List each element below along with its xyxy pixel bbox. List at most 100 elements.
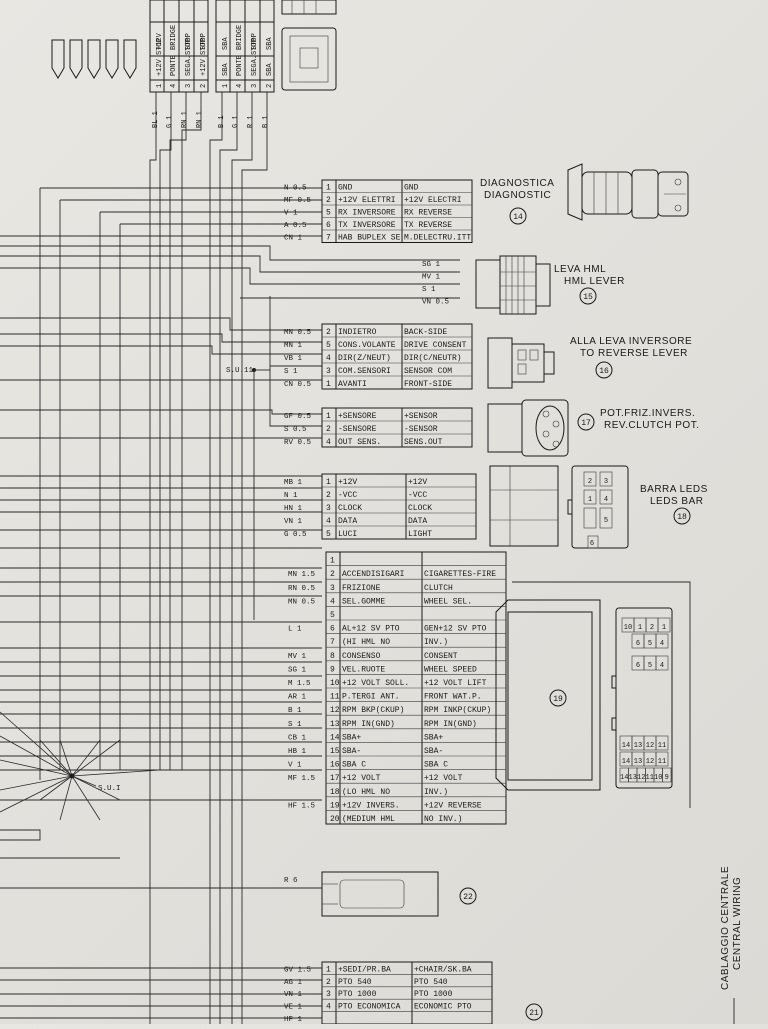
reverse-lever-plug-drawing: [487, 337, 555, 389]
top-label-b: +12V: [156, 32, 164, 50]
component-title: DIAGNOSTICA: [480, 178, 554, 189]
label-english: SENS.OUT: [404, 438, 443, 447]
top-pin: 4: [236, 84, 244, 88]
connector-table-frame: [321, 179, 473, 243]
ecu-pin-number: 12: [646, 758, 654, 766]
top-label-a: SBA: [266, 63, 274, 76]
pin-number: 4: [326, 517, 331, 526]
top-pin: 1: [222, 84, 230, 88]
callout-circle: [673, 507, 691, 525]
label-italian: LUCI: [338, 530, 357, 539]
hml-lever-plug-drawing: [475, 255, 551, 315]
label-english: PTO 540: [414, 978, 448, 987]
leds-pin-number: 1: [588, 496, 592, 504]
top-wire-code: G 1: [166, 115, 174, 128]
label-italian: DIR(Z/NEUT): [338, 354, 391, 363]
callout-circle: [549, 689, 567, 707]
pin-number: 1: [326, 184, 331, 193]
label-italian: -VCC: [338, 491, 357, 500]
label-english: -VCC: [408, 491, 427, 500]
pin-number: 2: [326, 328, 331, 337]
side-label-it: CABLAGGIO CENTRALE: [720, 866, 731, 990]
pin-number: 5: [330, 611, 335, 620]
label-english: +12V ELECTRI: [404, 196, 462, 205]
label-italian: PTO 540: [338, 978, 372, 987]
top-label-b: SBA: [222, 37, 230, 50]
wire-code: S 1: [422, 286, 436, 294]
callout-circle: [579, 287, 597, 305]
leds-pin-number: 4: [604, 496, 608, 504]
ecu-pin-number: 12: [646, 742, 654, 750]
connector-table-frame: [321, 407, 473, 448]
label-italian: CLOCK: [338, 504, 362, 513]
top-pin: 1: [156, 84, 164, 88]
ecu-pin-number: 6: [636, 662, 640, 670]
wire-code: RN 0.5: [288, 585, 316, 593]
label-italian: SBA+: [342, 733, 361, 742]
wire-code: HB 1: [288, 748, 307, 756]
label-english: TX REVERSE: [404, 221, 452, 230]
label-english: CIGARETTES-FIRE: [424, 570, 496, 579]
ecu-pin-number: 9: [665, 774, 669, 782]
leds-pin-number: 3: [604, 478, 608, 486]
pin-number: 1: [326, 478, 331, 487]
callout-number: 16: [599, 367, 609, 376]
label-english: WHEEL SPEED: [424, 665, 477, 674]
pin-number: 18: [330, 788, 340, 797]
label-english: INV.): [424, 788, 448, 797]
leds-pin-number: 6: [590, 540, 594, 548]
wire-code: SG 1: [422, 261, 441, 269]
component-title: LEVA HML: [554, 264, 606, 275]
ecu-pin-number: 14: [620, 774, 628, 782]
pin-number: 3: [326, 504, 331, 513]
label-english: DATA: [408, 517, 427, 526]
pin-number: 2: [326, 978, 331, 987]
wire-code: S 1: [284, 368, 298, 376]
label-english: NO INV.): [424, 815, 462, 824]
top-wire-code: G 1: [232, 115, 240, 128]
ecu-pin-number: 6: [636, 640, 640, 648]
top-label-a: SBA: [222, 63, 230, 76]
pin-number: 1: [326, 380, 331, 389]
label-italian: VEL.RUOTE: [342, 665, 385, 674]
pin-number: 1: [326, 412, 331, 421]
leds-pin-number: 5: [604, 517, 608, 525]
label-italian: CONSENSO: [342, 652, 381, 661]
label-italian: PTO 1000: [338, 990, 377, 999]
label-italian: +SENSORE: [338, 412, 377, 421]
pin-number: 2: [326, 491, 331, 500]
component-title-en: DIAGNOSTIC: [484, 190, 551, 201]
callout-circle: [525, 1003, 543, 1021]
ecu-pin-number: 10: [654, 774, 662, 782]
label-italian: +12V INVERS.: [342, 801, 400, 810]
label-english: INV.): [424, 638, 448, 647]
ecu-pin-cell: [655, 655, 669, 671]
wire-code: MF 1.5: [288, 775, 316, 783]
wire-code: HF 1: [284, 1016, 303, 1024]
pin-number: 9: [330, 665, 335, 674]
label-english: CLOCK: [408, 504, 432, 513]
label-english: RPM IN(GND): [424, 720, 477, 729]
pin-number: 7: [330, 638, 335, 647]
label-italian: FRIZIONE: [342, 584, 381, 593]
label-italian: CONS.VOLANTE: [338, 341, 396, 350]
wire-code: RV 0.5: [284, 439, 312, 447]
wire-code: M 1.5: [288, 680, 311, 688]
connector-table-frame: [321, 323, 473, 390]
label-italian: (HI HML NO: [342, 638, 390, 647]
pin-number: 3: [330, 584, 335, 593]
callout-number: 21: [529, 1009, 539, 1018]
wire-code: B 1: [288, 707, 302, 715]
callout-number: 18: [677, 513, 687, 522]
ecu-pin-number: 13: [634, 742, 642, 750]
wire-code: A 0.5: [284, 222, 307, 230]
top-label-a: PONTE: [170, 55, 178, 76]
label-italian: +SEDI/PR.BA: [338, 965, 391, 974]
pin-number: 2: [330, 570, 335, 579]
label-italian: GND: [338, 184, 353, 193]
wire-code: HF 1.5: [288, 802, 316, 810]
